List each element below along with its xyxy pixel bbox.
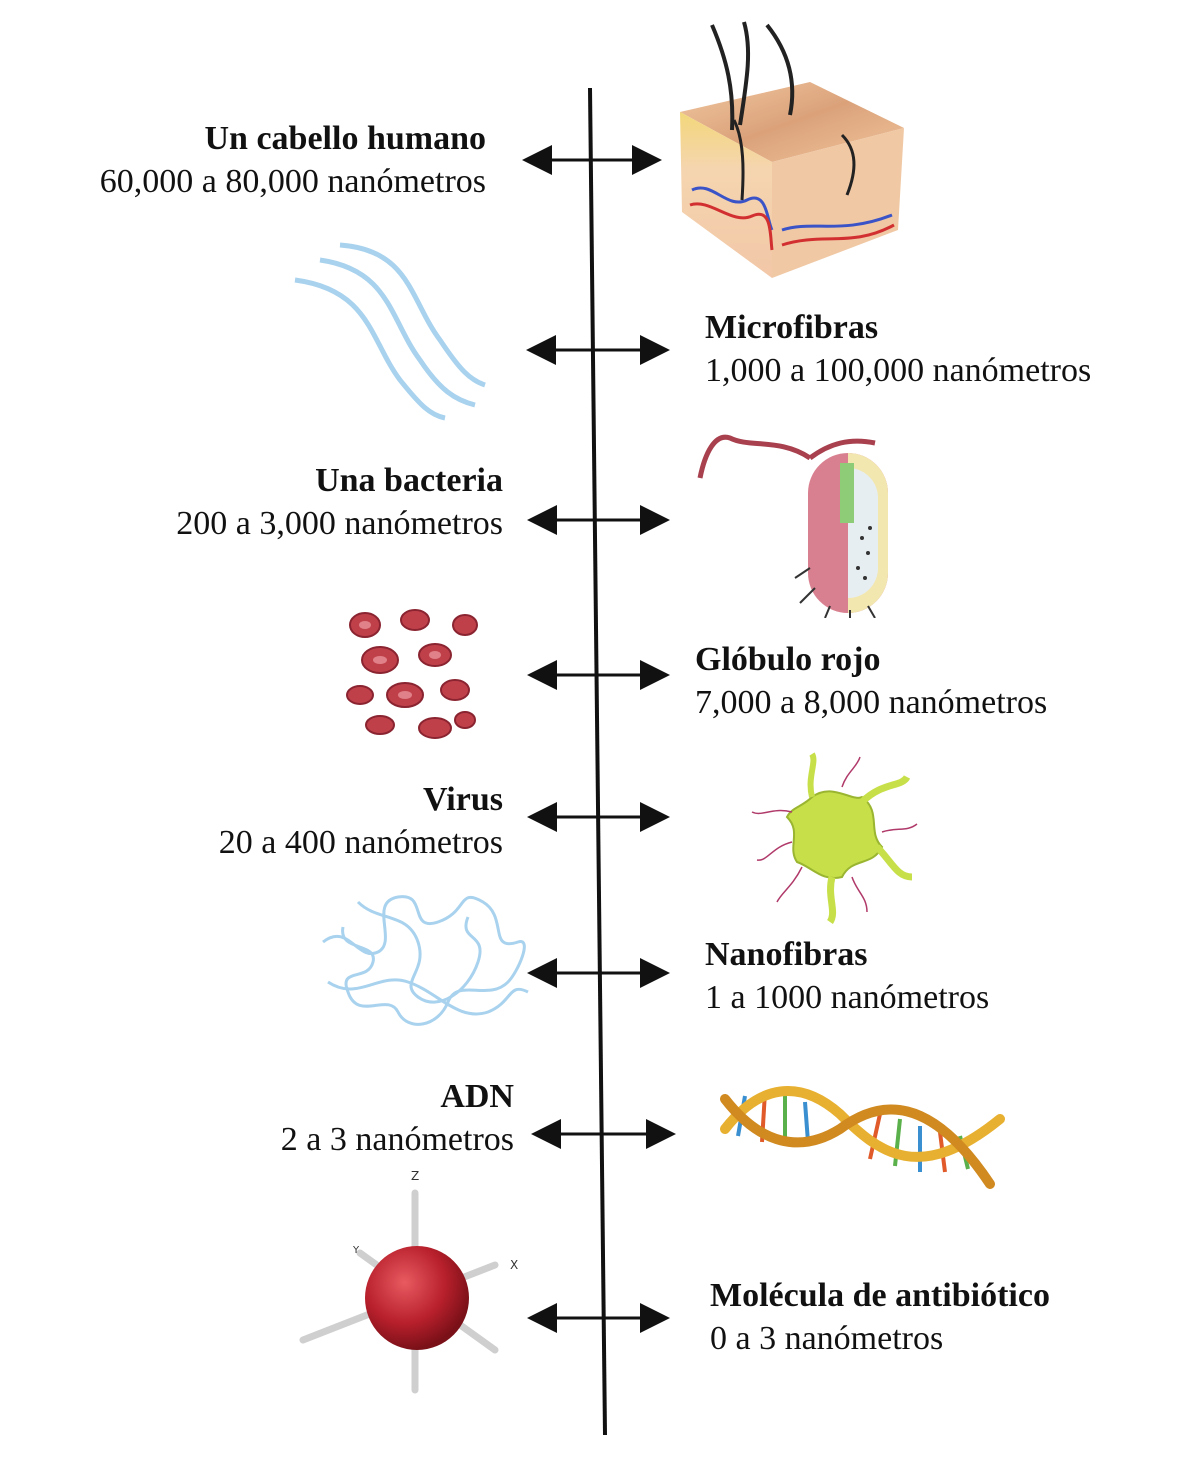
label-range: 60,000 a 80,000 nanómetros [99,162,486,200]
label-range: 200 a 3,000 nanómetros [176,504,503,542]
label-name: Un cabello humano [204,120,487,157]
label-range: 20 a 400 nanómetros [218,823,503,861]
label-range: 2 a 3 nanómetros [280,1120,514,1158]
label-range: 0 a 3 nanómetros [710,1319,944,1357]
label-molecula: Molécula de antibiótico 0 a 3 nanómetros [710,1275,1050,1360]
label-name: Glóbulo rojo [695,641,881,678]
label-name: Microfibras [705,309,879,346]
axis-y-label: Y [352,1245,360,1256]
label-name: Una bacteria [315,462,503,499]
skin-hair-icon [680,21,904,278]
label-name: Nanofibras [705,936,868,973]
label-range: 1,000 a 100,000 nanómetros [705,351,1092,389]
label-nanofibras: Nanofibras 1 a 1000 nanómetros [705,934,989,1019]
label-microfibras: Microfibras 1,000 a 100,000 nanómetros [705,307,1091,392]
label-name: ADN [440,1078,514,1115]
nanofiber-icon [322,895,529,1026]
label-virus: Virus 20 a 400 nanómetros [219,779,503,864]
microfiber-icon [294,242,486,421]
label-adn: ADN 2 a 3 nanómetros [281,1076,514,1161]
dna-icon [720,1086,1005,1189]
label-range: 1 a 1000 nanómetros [705,978,990,1016]
bacterium-icon [697,434,888,618]
label-globulo: Glóbulo rojo 7,000 a 8,000 nanómetros [695,639,1047,724]
axis-x-label: X [510,1258,518,1272]
label-name: Virus [423,781,503,818]
axis-z-label: Z [411,1169,419,1183]
label-name: Molécula de antibiótico [710,1277,1050,1314]
label-cabello: Un cabello humano 60,000 a 80,000 nanóme… [100,118,486,203]
molecule-icon: Z Y X [299,1169,518,1394]
label-range: 7,000 a 8,000 nanómetros [695,683,1048,721]
vertical-scale-line [588,87,607,1436]
virus-icon [751,752,918,925]
red-blood-cells-icon [346,609,478,739]
label-bacteria: Una bacteria 200 a 3,000 nanómetros [176,460,503,545]
